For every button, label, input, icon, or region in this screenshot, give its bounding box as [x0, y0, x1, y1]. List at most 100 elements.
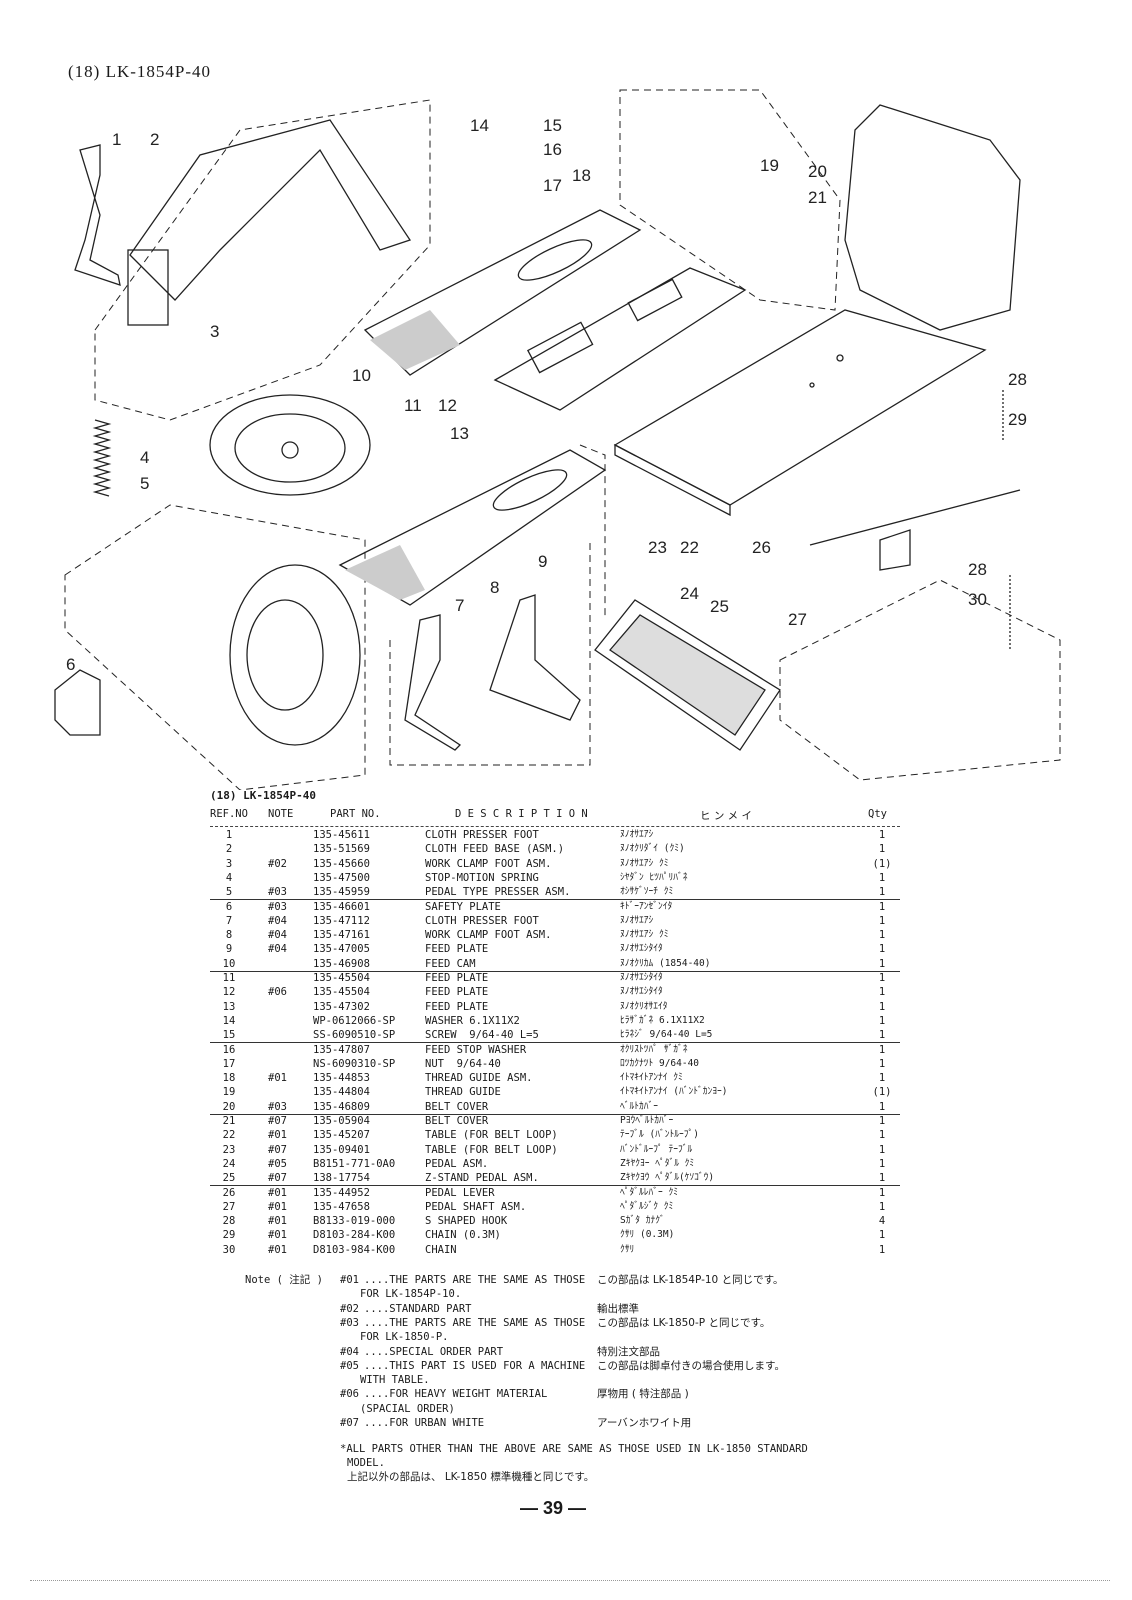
cell-ref: 15 — [222, 1029, 236, 1042]
spring-4 — [92, 419, 112, 497]
cell-ref: 9 — [225, 943, 233, 956]
callout-11: 11 — [404, 396, 422, 415]
callout-27: 27 — [788, 610, 807, 629]
callout-30: 30 — [968, 590, 987, 609]
cell-desc: CHAIN — [425, 1243, 457, 1256]
cell-note: #04 — [268, 943, 287, 956]
note-code: #06 — [340, 1388, 359, 1401]
cell-desc: TABLE (FOR BELT LOOP) — [425, 1143, 558, 1156]
cell-note: #07 — [268, 1172, 287, 1185]
cell-note: #06 — [268, 986, 287, 999]
cell-qty: 1 — [878, 1172, 886, 1185]
header-kana: ヒ ン メ イ — [700, 810, 753, 822]
note-code: #07 — [340, 1417, 359, 1429]
cell-kana: ﾋﾗﾈｼﾞ 9/64-40 L=5 — [620, 1029, 713, 1041]
cell-ref: 14 — [222, 1014, 236, 1027]
cell-kana: ﾊﾞﾝﾄﾞﾙｰﾌﾟ ﾃｰﾌﾞﾙ — [620, 1143, 693, 1155]
callout-4: 4 — [140, 448, 150, 467]
cell-qty: 1 — [878, 829, 886, 841]
cell-ref: 25 — [222, 1172, 236, 1185]
header-ref: REF.NO — [210, 808, 248, 820]
cell-kana: ﾇﾉｵｻｴｱｼ — [620, 914, 654, 926]
note-text-en-cont: WITH TABLE. — [360, 1374, 430, 1387]
cell-ref: 21 — [222, 1115, 236, 1127]
cell-ref: 16 — [222, 1043, 236, 1056]
callout-1: 1 — [112, 130, 122, 149]
cell-part: 138-17754 — [313, 1172, 370, 1185]
callout-15: 15 — [543, 116, 562, 135]
cell-ref: 1 — [225, 829, 233, 841]
cell-qty: 1 — [878, 1129, 886, 1142]
header-part: PART NO. — [330, 808, 381, 820]
cell-desc: SAFETY PLATE — [425, 900, 501, 913]
cell-qty: 1 — [878, 1229, 886, 1242]
note-text-jp: アーバンホワイト用 — [597, 1417, 692, 1429]
cell-part: WP-0612066-SP — [313, 1014, 396, 1027]
note-text-en-cont: FOR LK-1854P-10. — [360, 1288, 462, 1301]
callout-19: 19 — [760, 156, 779, 175]
header-divider — [210, 826, 900, 827]
cell-part: D8103-284-K00 — [313, 1229, 396, 1242]
cell-note: #04 — [268, 914, 287, 927]
cell-ref: 11 — [222, 972, 236, 984]
cell-qty: 1 — [878, 900, 886, 913]
callout-3: 3 — [210, 322, 220, 341]
cell-kana: ﾇﾉｵｻｴｼﾀｲﾀ — [620, 943, 663, 955]
cell-part: 135-46809 — [313, 1100, 370, 1113]
cell-desc: BELT COVER — [425, 1100, 489, 1113]
cell-part: NS-6090310-SP — [313, 1057, 396, 1070]
note-code: #04 — [340, 1345, 359, 1358]
cell-part: 135-47302 — [313, 1000, 370, 1013]
cell-kana: ﾇﾉｵｻｴｱｼ ｸﾐ — [620, 857, 669, 869]
cell-part: 135-45504 — [313, 986, 370, 999]
cell-kana: ﾃｰﾌﾞﾙ (ﾊﾞﾝﾄﾙｰﾌﾟ) — [620, 1129, 699, 1141]
cell-ref: 26 — [222, 1186, 236, 1199]
callout-23: 23 — [648, 538, 667, 557]
cell-qty: 1 — [878, 1100, 886, 1113]
callout-26: 26 — [752, 538, 771, 557]
cell-note: #03 — [268, 1100, 287, 1113]
cell-part: 135-05904 — [313, 1115, 370, 1127]
cell-ref: 4 — [225, 871, 233, 884]
cell-qty: 1 — [878, 886, 886, 899]
note-text-en-cont: FOR LK-1850-P. — [360, 1331, 449, 1344]
note-text-en-cont: (SPACIAL ORDER) — [360, 1402, 455, 1415]
cell-ref: 19 — [222, 1086, 236, 1099]
cell-kana: ｲﾄﾏｷｲﾄｱﾝﾅｲ ｸﾐ — [620, 1072, 683, 1084]
cell-kana: ｵｸﾘｽﾄﾂﾊﾟ ｻﾞｶﾞﾈ — [620, 1043, 688, 1055]
cell-qty: 1 — [878, 1186, 886, 1199]
callout-2: 2 — [150, 130, 160, 149]
note-text-en: ....FOR URBAN WHITE — [364, 1417, 485, 1429]
cell-desc: CHAIN (0.3M) — [425, 1229, 501, 1242]
cell-qty: 1 — [878, 1043, 886, 1056]
cell-ref: 28 — [222, 1215, 236, 1228]
cell-part: 135-47005 — [313, 943, 370, 956]
note-text-en: ....THIS PART IS USED FOR A MACHINE — [364, 1359, 586, 1372]
cell-part: 135-47112 — [313, 914, 370, 927]
cell-part: 135-45660 — [313, 857, 370, 870]
belt-cover-20-21 — [844, 104, 1021, 331]
cell-desc: NUT 9/64-40 — [425, 1057, 501, 1070]
cell-ref: 27 — [222, 1200, 236, 1213]
cell-desc: FEED CAM — [425, 957, 476, 970]
cell-kana: ﾇﾉｵｸﾘｵｻｴｲﾀ — [620, 1000, 668, 1012]
cell-part: B8151-771-0A0 — [313, 1157, 396, 1170]
cell-qty: 1 — [878, 1115, 886, 1127]
callout-21: 21 — [808, 188, 827, 207]
cell-part: 135-44853 — [313, 1072, 370, 1085]
cell-part: SS-6090510-SP — [313, 1029, 396, 1042]
cell-part: 135-46601 — [313, 900, 370, 913]
cell-note: #01 — [268, 1186, 287, 1199]
cell-desc: BELT COVER — [425, 1115, 489, 1127]
cell-ref: 7 — [225, 914, 233, 927]
cell-qty: 1 — [878, 943, 886, 956]
